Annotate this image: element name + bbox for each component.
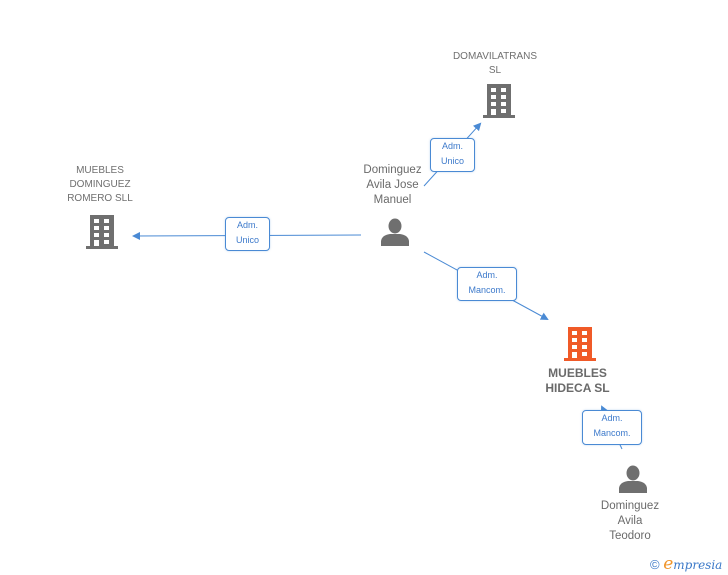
label-line: DOMINGUEZ bbox=[69, 179, 131, 190]
node-jose-manuel-label[interactable]: Dominguez Avila Jose Manuel bbox=[345, 163, 440, 208]
empresia-logo: © empresia bbox=[650, 554, 722, 574]
edge-label-line: Adm. bbox=[236, 220, 258, 230]
edge-label-line: Mancom. bbox=[593, 428, 631, 438]
copyright-icon: © bbox=[650, 557, 660, 572]
edge-label-line: Adm. bbox=[476, 270, 498, 280]
label-line: Avila bbox=[617, 515, 643, 527]
building-icon[interactable] bbox=[483, 84, 515, 118]
building-icon-focus[interactable] bbox=[564, 327, 596, 361]
node-muebles-hideca-label[interactable]: MUEBLES HIDECA SL bbox=[530, 366, 625, 396]
label-line: DOMAVILATRANS bbox=[452, 51, 538, 62]
node-teodoro-label[interactable]: Dominguez Avila Teodoro bbox=[585, 499, 675, 544]
label-line: MUEBLES bbox=[76, 165, 124, 176]
edge-label-line: Adm. bbox=[441, 141, 463, 151]
label-line: MUEBLES bbox=[548, 366, 607, 380]
label-line: Teodoro bbox=[609, 530, 651, 542]
label-line: Dominguez bbox=[363, 164, 422, 176]
edge-label-line: Adm. bbox=[601, 413, 623, 423]
label-line: Manuel bbox=[373, 194, 412, 206]
label-line: SL bbox=[488, 65, 502, 76]
edge-label-line: Mancom. bbox=[468, 285, 506, 295]
brand-initial: e bbox=[663, 554, 674, 574]
building-icon[interactable] bbox=[86, 215, 118, 249]
edge-label-teodoro[interactable]: Adm. Mancom. bbox=[582, 410, 642, 445]
node-muebles-dominguez-label[interactable]: MUEBLES DOMINGUEZ ROMERO SLL bbox=[45, 164, 155, 206]
label-line: Dominguez bbox=[600, 500, 660, 512]
edge-label-line: Unico bbox=[440, 156, 464, 166]
brand-name: mpresia bbox=[673, 558, 723, 572]
node-domavilatrans-label[interactable]: DOMAVILATRANS SL bbox=[440, 50, 550, 78]
edge-label-line: Unico bbox=[235, 235, 259, 245]
person-icon[interactable] bbox=[380, 218, 410, 246]
edge-label-muebles-hideca[interactable]: Adm. Mancom. bbox=[457, 267, 517, 301]
label-line: ROMERO SLL bbox=[67, 193, 133, 204]
person-icon[interactable] bbox=[618, 465, 648, 493]
label-line: Avila Jose bbox=[366, 179, 419, 191]
edge-label-domavilatrans[interactable]: Adm. Unico bbox=[430, 138, 475, 172]
label-line: HIDECA SL bbox=[545, 381, 610, 395]
edge-label-muebles-dominguez[interactable]: Adm. Unico bbox=[225, 217, 270, 251]
